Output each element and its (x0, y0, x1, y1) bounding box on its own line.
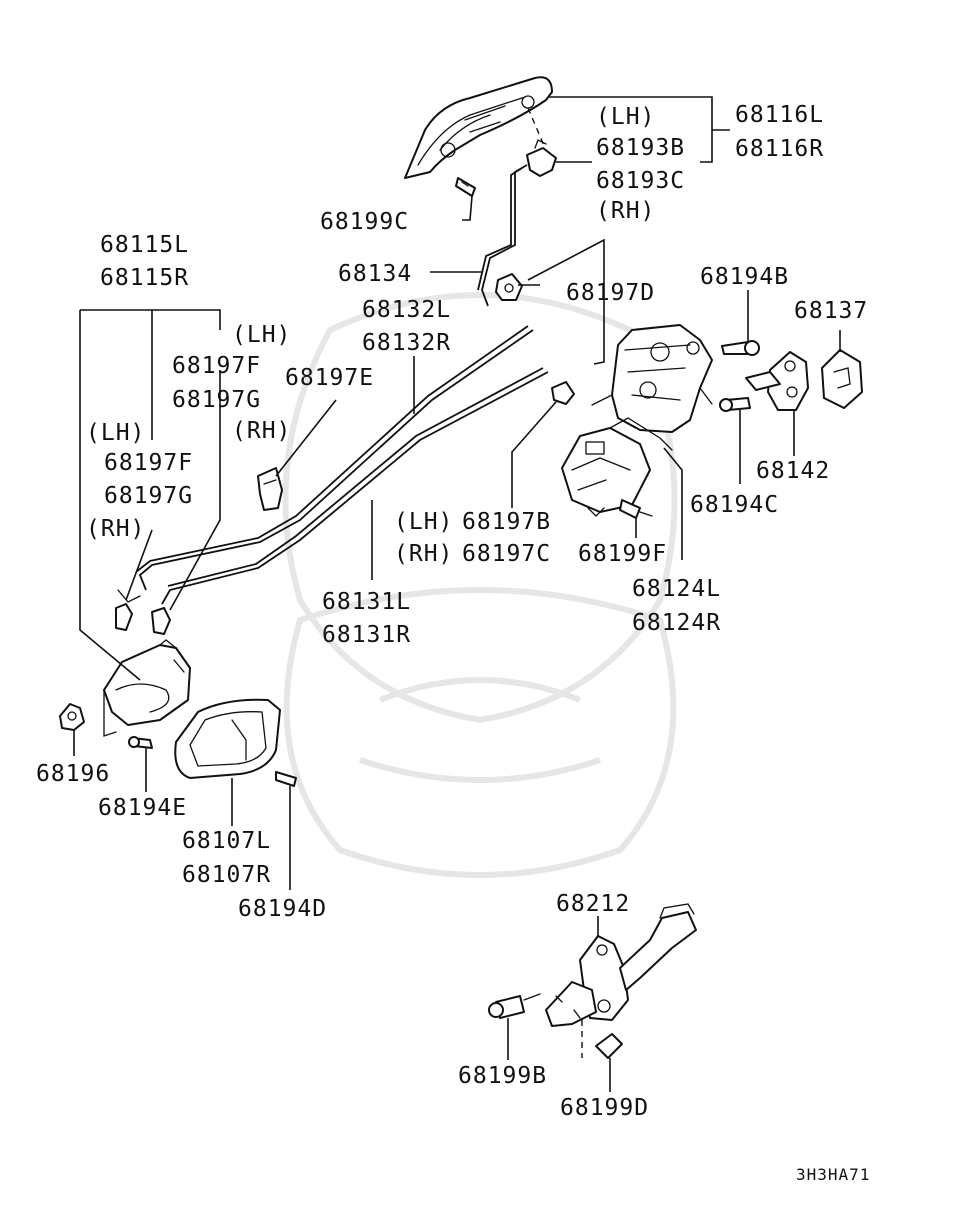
label-68193b: 68193B (596, 135, 685, 161)
cap-68196-part (59, 703, 85, 731)
screw-68199f-part (619, 499, 653, 519)
door-check-part (545, 903, 697, 1027)
label-68132r: 68132R (362, 330, 451, 356)
label-68197f-b: 68197F (104, 450, 193, 476)
label-rh-4: (RH) (394, 541, 453, 567)
screw-68199c-part (455, 177, 476, 197)
label-68197f-a: 68197F (172, 353, 261, 379)
shim-68137-part (821, 349, 863, 409)
label-68197b: 68197B (462, 509, 551, 535)
clip-68193b-part (526, 107, 557, 177)
part-labels: 68116L 68116R (LH) 68193B 68193C (RH) 68… (36, 102, 870, 1184)
label-68116r: 68116R (735, 136, 824, 162)
clip-68197d-part (495, 273, 523, 301)
label-68199c: 68199C (320, 209, 409, 235)
label-lh-2: (LH) (232, 322, 291, 348)
rod-68131-part (161, 367, 549, 605)
label-68194c: 68194C (690, 492, 779, 518)
leader-lines (73, 96, 841, 1092)
clip-68197b-part (551, 381, 575, 405)
door-latch-part (561, 324, 713, 517)
label-68131l: 68131L (322, 589, 411, 615)
label-68194b: 68194B (700, 264, 789, 290)
inside-handle-part (174, 698, 281, 779)
bolt-68199d-part (581, 1020, 623, 1059)
bolt-68199b-part (488, 993, 541, 1019)
label-68142: 68142 (756, 458, 830, 484)
bolt-68194b-part (721, 340, 760, 356)
label-rh-3: (RH) (86, 516, 145, 542)
label-68131r: 68131R (322, 622, 411, 648)
inside-handle-bracket-part (103, 639, 191, 737)
label-68197g-a: 68197G (172, 387, 261, 413)
diagram-code: 3H3HA71 (796, 1165, 870, 1184)
label-68124l: 68124L (632, 576, 721, 602)
label-lh-3: (LH) (86, 420, 145, 446)
label-lh-1: (LH) (596, 104, 655, 130)
label-68116l: 68116L (735, 102, 824, 128)
label-68107r: 68107R (182, 862, 271, 888)
label-68193c: 68193C (596, 168, 685, 194)
label-68124r: 68124R (632, 610, 721, 636)
label-68194e: 68194E (98, 795, 187, 821)
label-68197g-b: 68197G (104, 483, 193, 509)
label-68199f: 68199F (578, 541, 667, 567)
label-68197c: 68197C (462, 541, 551, 567)
clip-68197e-part (257, 467, 283, 511)
label-68107l: 68107L (182, 828, 271, 854)
outside-handle-part (404, 76, 553, 179)
label-68115l: 68115L (100, 232, 189, 258)
label-lh-4: (LH) (394, 509, 453, 535)
label-rh-1: (RH) (596, 198, 655, 224)
label-68115r: 68115R (100, 265, 189, 291)
watermark-emblem (282, 292, 678, 878)
label-68199b: 68199B (458, 1063, 547, 1089)
screw-68194c-part (719, 397, 751, 412)
label-68194d: 68194D (238, 896, 327, 922)
label-68196: 68196 (36, 761, 110, 787)
label-68134: 68134 (338, 261, 412, 287)
rod-68132-part (135, 325, 534, 591)
clips-68197fg-part (115, 589, 171, 635)
screw-68194e-part (128, 736, 153, 749)
label-68197d: 68197D (566, 280, 655, 306)
label-68199d: 68199D (560, 1095, 649, 1121)
screw-68194d-part (275, 771, 297, 787)
rod-68134-part (477, 164, 528, 307)
label-68212: 68212 (556, 891, 630, 917)
striker-68142-part (745, 351, 809, 411)
label-rh-2: (RH) (232, 418, 291, 444)
label-68132l: 68132L (362, 297, 451, 323)
label-68137: 68137 (794, 298, 868, 324)
label-68197e: 68197E (285, 365, 374, 391)
